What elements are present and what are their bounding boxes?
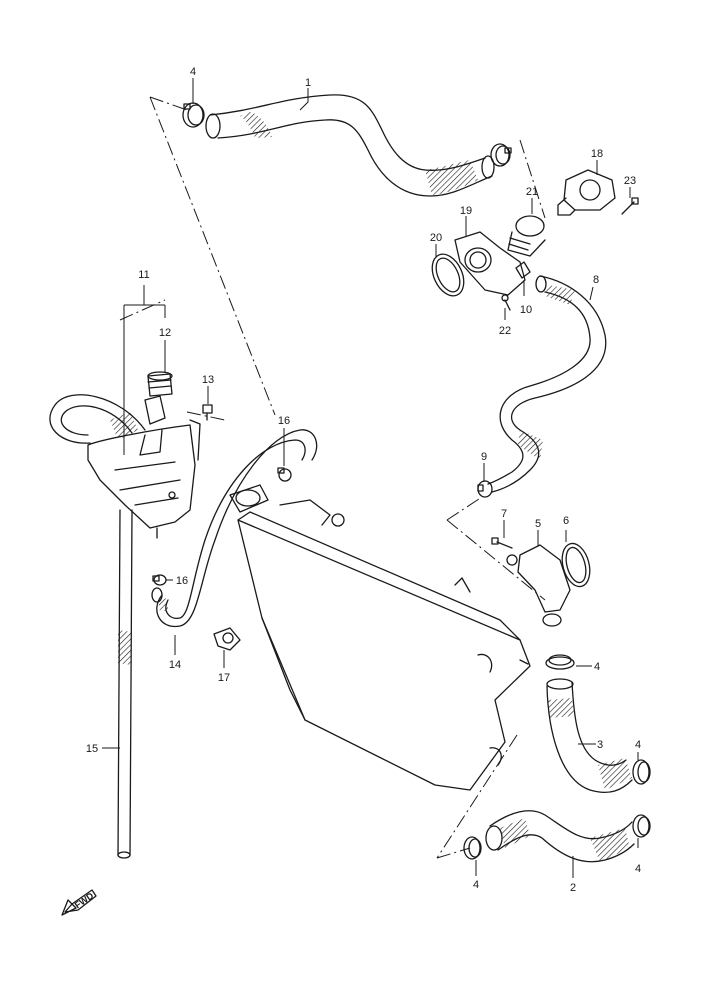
drain-tube <box>117 509 133 859</box>
o-ring-20 <box>431 253 465 297</box>
callout-2: 2 <box>570 882 576 894</box>
fwd-label: FWD <box>73 890 96 910</box>
callout-8: 8 <box>593 274 599 286</box>
callout-9: 9 <box>481 451 487 463</box>
callout-1: 1 <box>305 77 311 89</box>
callout-7: 7 <box>501 508 507 520</box>
hose-clamp-3 <box>545 654 575 670</box>
hose-clamp-2 <box>490 143 512 167</box>
reservoir-overflow-hose <box>49 394 146 444</box>
bolt-7 <box>491 537 513 549</box>
callout-6: 6 <box>563 515 569 527</box>
callout-5: 5 <box>535 518 541 530</box>
leader-lines <box>102 78 639 878</box>
callout-16-lower: 16 <box>176 575 188 587</box>
hose-clamp-6 <box>632 814 651 838</box>
reservoir-cap <box>147 371 173 397</box>
callout-11: 11 <box>138 269 149 281</box>
callout-4-right-lower: 4 <box>635 863 641 875</box>
lower-hose-2 <box>485 810 635 863</box>
callout-4-bottom-left: 4 <box>473 879 479 891</box>
reservoir-tank <box>87 419 201 539</box>
upper-radiator-hose <box>205 94 495 197</box>
callout-3: 3 <box>597 739 603 751</box>
filler-neck <box>144 395 166 425</box>
callout-19: 19 <box>460 205 472 217</box>
callout-22: 22 <box>499 325 511 337</box>
callout-4-top-left: 4 <box>190 66 196 78</box>
callout-23: 23 <box>624 175 636 187</box>
forward-arrow-icon: FWD <box>61 889 97 916</box>
clip-16-upper <box>277 467 292 482</box>
gasket-6 <box>561 542 591 588</box>
thermostat-housing <box>454 231 526 296</box>
water-outlet <box>506 544 571 627</box>
callout-4-right-upper: 4 <box>635 739 641 751</box>
callout-10: 10 <box>520 304 532 316</box>
callout-20: 20 <box>430 232 442 244</box>
callout-13: 13 <box>202 374 214 386</box>
callout-15: 15 <box>86 743 98 755</box>
callout-4-outlet: 4 <box>594 661 600 673</box>
bolt-23 <box>621 197 639 215</box>
clip-10 <box>515 261 531 279</box>
hose-clamp-4 <box>632 759 651 785</box>
callout-18: 18 <box>591 148 603 160</box>
callout-17: 17 <box>218 672 230 684</box>
bypass-hose <box>487 275 607 493</box>
callout-21: 21 <box>526 186 538 198</box>
callout-12: 12 <box>159 327 171 339</box>
hose-clamp-5 <box>463 836 482 860</box>
radiator <box>237 499 531 791</box>
clamp-9 <box>477 480 493 498</box>
clip-16-lower <box>152 574 167 586</box>
callout-14: 14 <box>169 659 181 671</box>
hose-clamp-1 <box>182 102 205 128</box>
reservoir-hose <box>151 429 318 628</box>
radiator-filler-neck <box>229 484 269 513</box>
radiator-cap <box>557 169 616 216</box>
clamp-17 <box>213 627 241 651</box>
bolt-22 <box>501 294 511 311</box>
lower-hose-3 <box>546 678 633 794</box>
phantom-lines <box>119 96 546 859</box>
callout-numbers: 1 4 18 23 21 19 20 8 10 22 11 12 13 16 9… <box>86 66 641 894</box>
bolt-13 <box>202 404 213 421</box>
callout-16-upper: 16 <box>278 415 290 427</box>
thermostat <box>507 215 546 257</box>
